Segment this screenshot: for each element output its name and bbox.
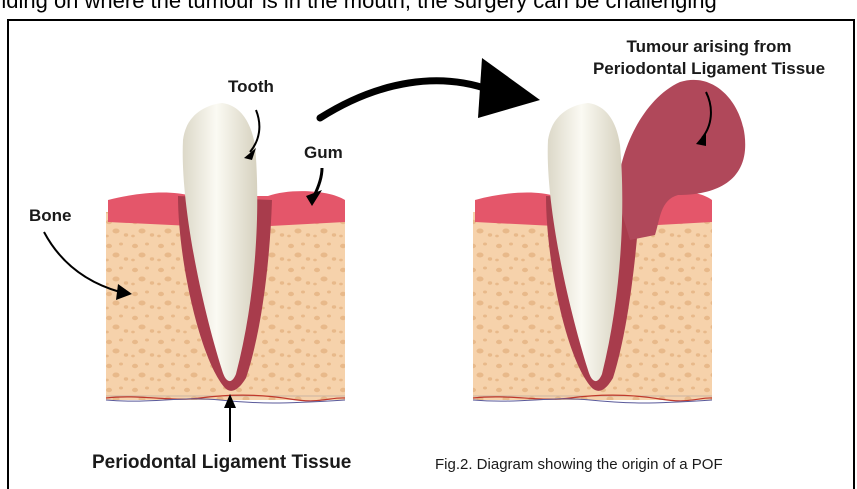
big-curved-arrow [320, 81, 490, 118]
tumour-label-line2: Periodontal Ligament Tissue [574, 58, 844, 80]
tumour-label-line1: Tumour arising from [574, 36, 844, 58]
tooth-label: Tooth [228, 77, 274, 97]
right-diagram [473, 80, 745, 403]
tumour-label: Tumour arising from Periodontal Ligament… [574, 36, 844, 80]
bone-label: Bone [29, 206, 72, 226]
pdl-label: Periodontal Ligament Tissue [92, 452, 351, 474]
gum-label: Gum [304, 143, 343, 163]
figure-caption: Fig.2. Diagram showing the origin of a P… [435, 456, 723, 473]
big-arrowhead [478, 58, 540, 118]
